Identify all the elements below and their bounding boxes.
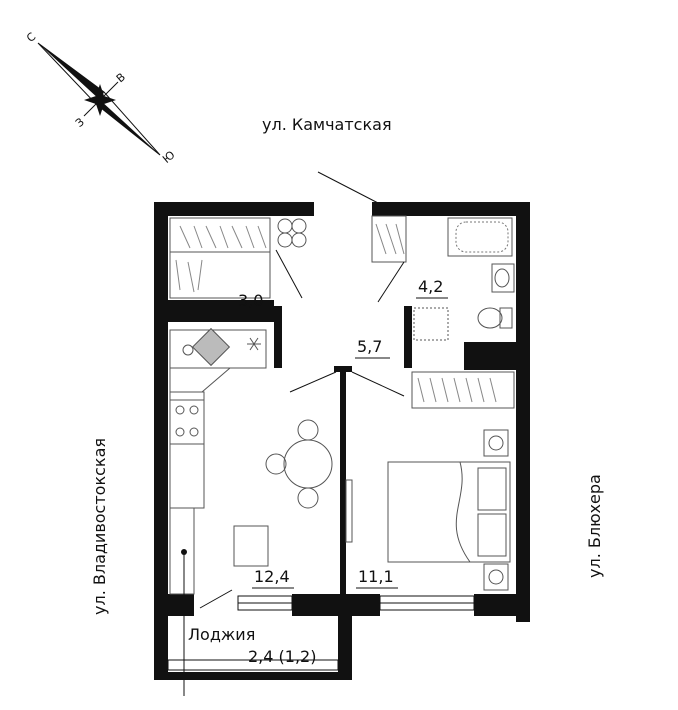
bedroom-area-label: 11,1 — [358, 567, 394, 586]
bedroom-door-leaf — [345, 479, 353, 543]
entrance-line — [317, 171, 381, 205]
bedroom-door-swing — [351, 371, 405, 397]
loggia-door-swing — [199, 589, 233, 609]
toilet — [477, 307, 513, 329]
washing-machine — [413, 307, 449, 341]
storage-appliances — [277, 218, 307, 248]
storage-area-label: 3,0 — [238, 291, 263, 310]
hall-wardrobe — [371, 215, 407, 263]
compass-west-letter: З — [73, 115, 87, 129]
fridge — [169, 507, 195, 696]
loggia-area-label: 2,4 (1,2) — [248, 647, 316, 666]
compass-south-letter: Ю — [160, 148, 178, 166]
bed — [387, 461, 511, 563]
nightstand-top — [483, 429, 509, 457]
windows — [167, 595, 475, 671]
compass-needle-main-dark2 — [96, 100, 160, 155]
loggia-name-label: Лоджия — [188, 625, 255, 644]
street-north: ул. Камчатская — [262, 115, 392, 134]
street-west: ул. Владивостокская — [90, 438, 109, 615]
kitchen-door-swing — [289, 371, 337, 393]
compass-needle-cross — [83, 81, 119, 117]
bedroom-wardrobe — [411, 371, 515, 409]
walls — [154, 202, 530, 680]
hall-area-label: 5,7 — [357, 337, 382, 356]
hall-door-swing — [377, 261, 405, 303]
bathtub — [447, 217, 513, 257]
dining-table — [265, 419, 333, 509]
kitchen-corner-sink — [169, 327, 267, 393]
compass-rose: С В З Ю — [24, 30, 178, 166]
compass-east-letter: В — [114, 70, 128, 85]
storage-wardrobe — [169, 217, 271, 299]
nightstand-bottom — [483, 563, 509, 591]
compass-north-letter: С — [24, 30, 38, 45]
kitchen-rug — [233, 525, 269, 567]
kitchen-counter — [169, 391, 205, 509]
compass-needle-main-dark — [38, 43, 104, 100]
compass-star — [84, 84, 116, 116]
street-east: ул. Блюхера — [585, 474, 604, 578]
bathroom-area-label: 4,2 — [418, 277, 443, 296]
kitchen-area-label: 12,4 — [254, 567, 290, 586]
storage-door-swing — [275, 249, 303, 299]
kitchen-stove — [169, 399, 205, 445]
washbasin — [491, 263, 515, 293]
